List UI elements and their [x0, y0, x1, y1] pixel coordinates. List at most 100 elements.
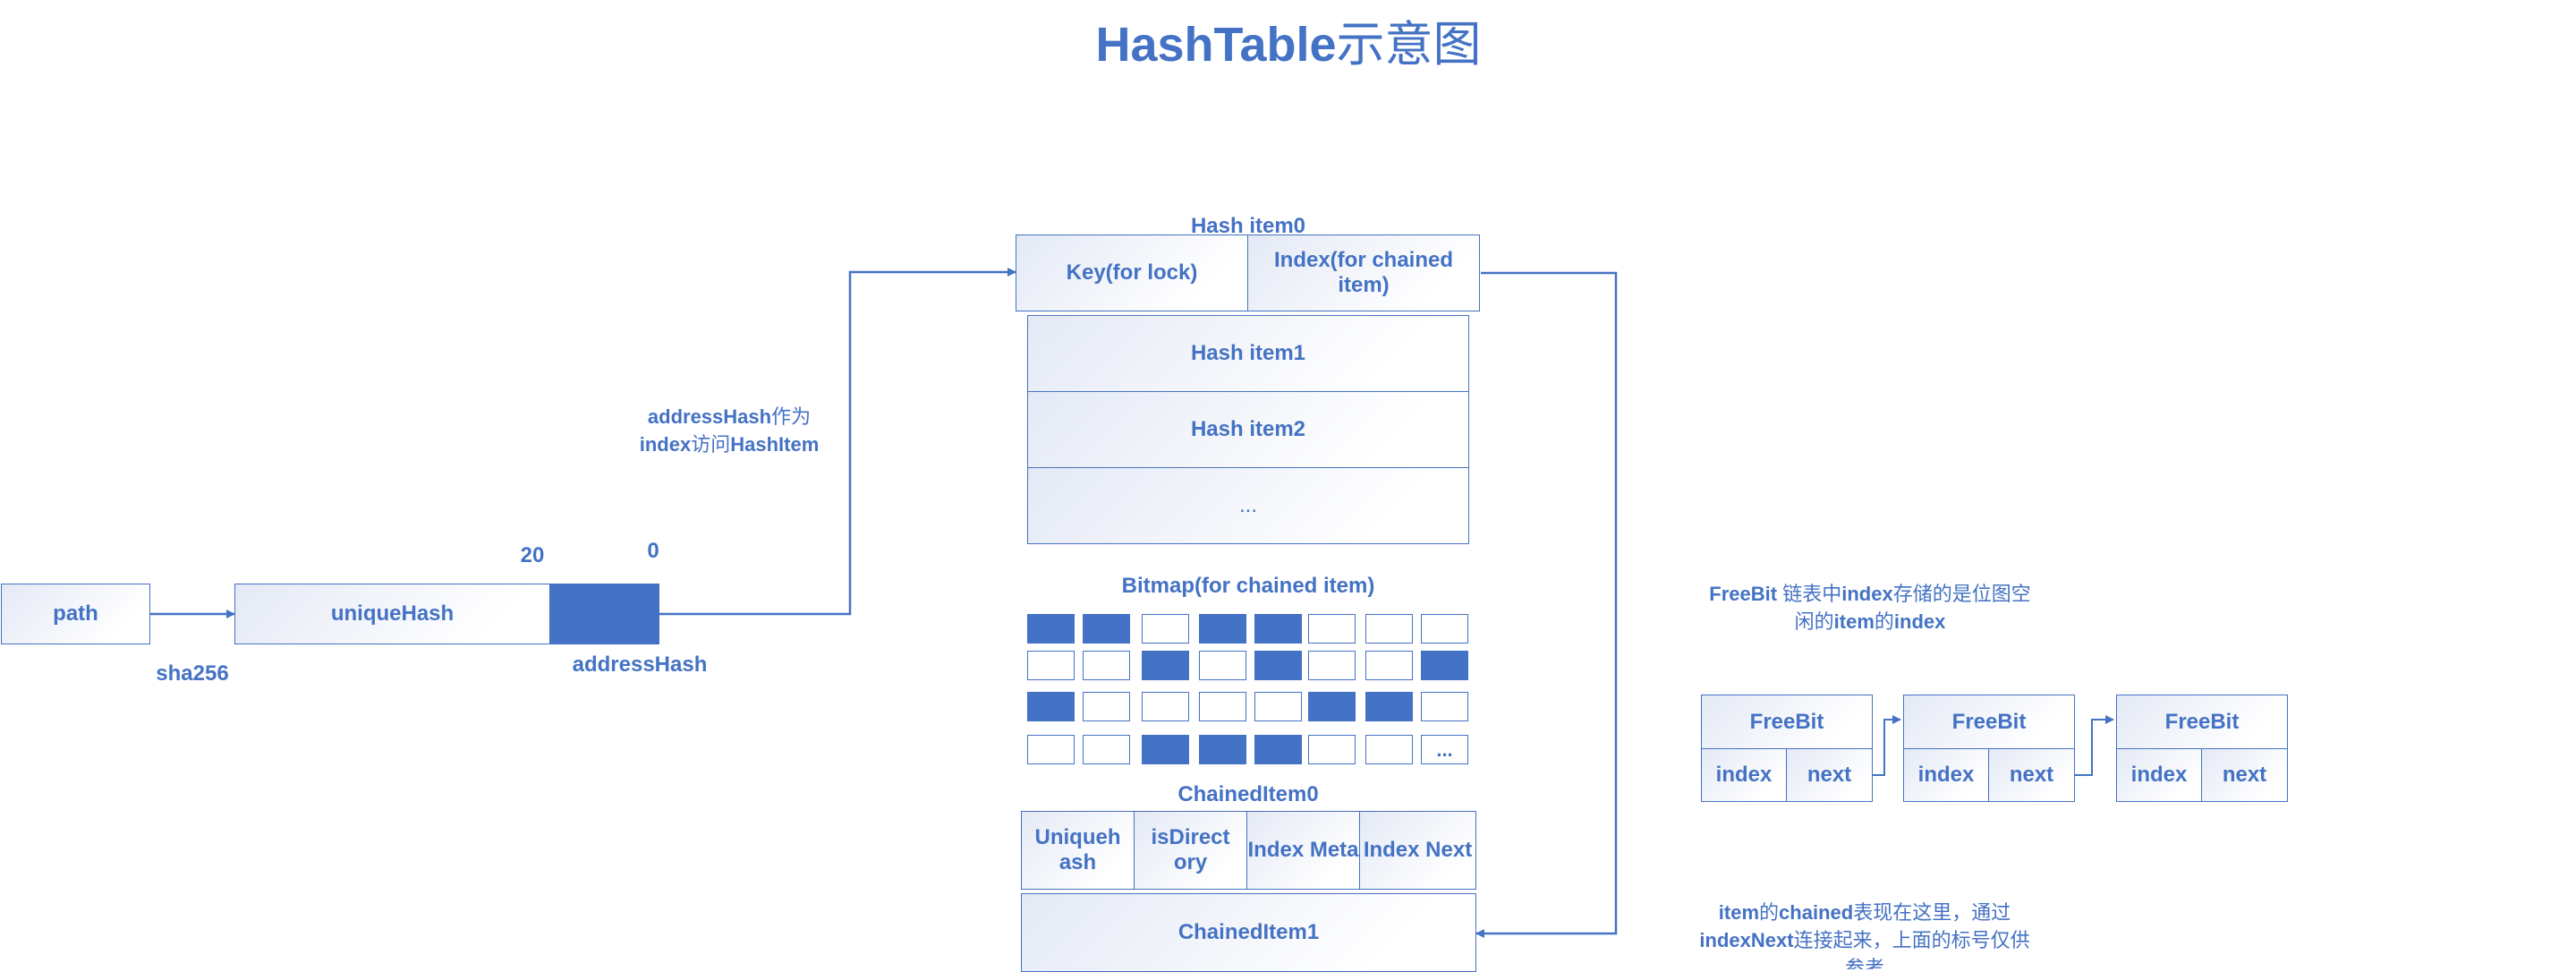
diagram-title: HashTable示意图	[1020, 16, 1557, 73]
bitmap-cell	[1254, 735, 1302, 764]
bitmap-cell	[1254, 692, 1302, 721]
freebit-node-1-index: index	[1701, 748, 1787, 802]
bitmap-cell	[1142, 614, 1189, 644]
bitmap-cell	[1365, 692, 1413, 721]
chained-note-t3: 连接起来，上面的标号仅供参考	[1793, 929, 2030, 969]
bitmap-cell	[1142, 735, 1189, 764]
freebit-note-t3: 的	[1874, 610, 1894, 633]
hash-more-label: ...	[1238, 493, 1257, 517]
bitmap-cell	[1421, 692, 1468, 721]
bitmap-cell	[1308, 692, 1356, 721]
freebit-next: next	[1807, 763, 1852, 787]
bitmap-cell	[1308, 651, 1356, 680]
chained-note: item的chained表现在这里，通过 indexNext连接起来，上面的标号仅…	[1698, 899, 2031, 969]
addresshash-index-note: addressHash作为 index访问HashItem	[599, 403, 859, 458]
bitmap-cell	[1254, 614, 1302, 644]
bitmap-cell	[1308, 735, 1356, 764]
chained-item0-title: ChainedItem0	[1177, 782, 1319, 806]
addresshash-block	[549, 584, 659, 644]
bit20-label: 20	[520, 543, 545, 567]
freebit-title: FreeBit	[1951, 709, 2027, 734]
freebit-index: index	[1917, 763, 1975, 787]
chained-note-b1: item	[1718, 901, 1760, 924]
chained-field-label: Uniqueh ash	[1034, 825, 1121, 874]
freebit-index: index	[2130, 763, 2188, 787]
chained-note-t1: 的	[1759, 901, 1780, 924]
chained-note-t2: 表现在这里，通过	[1853, 901, 2011, 924]
note-addresshash: addressHash	[647, 405, 772, 428]
freebit-note-t2: 存储的是位图空闲的	[1794, 583, 2031, 633]
bitmap-title: Bitmap(for chained item)	[1121, 574, 1375, 598]
chained-note-b2: chained	[1779, 901, 1854, 924]
note-as: 作为	[771, 405, 812, 428]
note-access: 访问	[691, 433, 731, 456]
freebit-note: FreeBit 链表中index存储的是位图空闲的item的index	[1700, 580, 2040, 635]
bitmap-cell	[1027, 651, 1075, 680]
chained-field-label: Index Meta	[1247, 838, 1359, 862]
freebit-index: index	[1715, 763, 1773, 787]
hash-item-more: ...	[1027, 467, 1469, 544]
bitmap-cell	[1199, 651, 1246, 680]
freebit-note-b2: index	[1841, 583, 1893, 605]
addresshash-label: addressHash	[572, 652, 708, 677]
bitmap-cell	[1365, 614, 1413, 644]
chained-note-b3: indexNext	[1699, 929, 1794, 951]
freebit-note-b1: FreeBit	[1709, 583, 1778, 605]
freebit-node-2-title: FreeBit	[1903, 695, 2075, 749]
freebit-title: FreeBit	[2164, 709, 2240, 734]
bitmap-cell	[1199, 614, 1246, 644]
freebit-note-b3: item	[1833, 610, 1875, 633]
chained-field-indexmeta: Index Meta	[1246, 811, 1360, 890]
hash-item1: Hash item1	[1027, 315, 1469, 392]
freebit-node-1-title: FreeBit	[1701, 695, 1873, 749]
sha256-label: sha256	[156, 661, 229, 686]
bitmap-cell	[1421, 651, 1468, 680]
bitmap-cell	[1254, 651, 1302, 680]
hash-item2-label: Hash item2	[1190, 417, 1306, 441]
bitmap-cell	[1421, 614, 1468, 644]
bitmap-cell	[1027, 735, 1075, 764]
bitmap-cell	[1199, 692, 1246, 721]
freebit-title: FreeBit	[1749, 709, 1824, 734]
bitmap-cell	[1142, 692, 1189, 721]
uniquehash-label: uniqueHash	[330, 601, 455, 626]
arrow-freebit1-to-freebit2	[1873, 715, 1901, 776]
bitmap-cell	[1308, 614, 1356, 644]
hash-item0-key: Key(for lock)	[1016, 234, 1248, 311]
bitmap-cell	[1083, 651, 1130, 680]
hash-item0-title: Hash item0	[1190, 214, 1306, 238]
freebit-note-t1: 链表中	[1777, 583, 1842, 605]
chained-field-uniquehash: Uniqueh ash	[1021, 811, 1135, 890]
path-label: path	[53, 601, 98, 626]
chained-field-label: isDirect ory	[1151, 825, 1230, 874]
hash-item2: Hash item2	[1027, 391, 1469, 468]
note-index: index	[639, 433, 692, 456]
freebit-note-b4: index	[1893, 610, 1946, 633]
freebit-node-2-index: index	[1903, 748, 1989, 802]
bitmap-cell	[1083, 735, 1130, 764]
freebit-next: next	[2222, 763, 2267, 787]
bitmap-more: ...	[1421, 735, 1468, 764]
path-box: path	[1, 584, 150, 644]
freebit-node-3-index: index	[2116, 748, 2202, 802]
bitmap-cell	[1083, 614, 1130, 644]
bitmap-cell	[1027, 614, 1075, 644]
hash-item0-index: Index(for chained item)	[1247, 234, 1480, 311]
index-label: Index(for chained item)	[1273, 248, 1454, 297]
key-label: Key(for lock)	[1066, 260, 1198, 285]
freebit-node-3-title: FreeBit	[2116, 695, 2288, 749]
bitmap-cell	[1027, 692, 1075, 721]
title-rest: 示意图	[1336, 18, 1482, 72]
freebit-node-3-next: next	[2201, 748, 2288, 802]
arrow-freebit2-to-freebit3	[2074, 715, 2114, 776]
bitmap-cell	[1365, 651, 1413, 680]
uniquehash-box: uniqueHash	[234, 584, 550, 644]
bitmap-cell	[1199, 735, 1246, 764]
title-bold: HashTable	[1095, 18, 1337, 72]
chained-field-label: Index Next	[1363, 838, 1473, 862]
bitmap-cell	[1142, 651, 1189, 680]
note-hashitem: HashItem	[730, 433, 820, 456]
chained-field-isdirectory: isDirect ory	[1134, 811, 1247, 890]
chained-field-indexnext: Index Next	[1359, 811, 1476, 890]
